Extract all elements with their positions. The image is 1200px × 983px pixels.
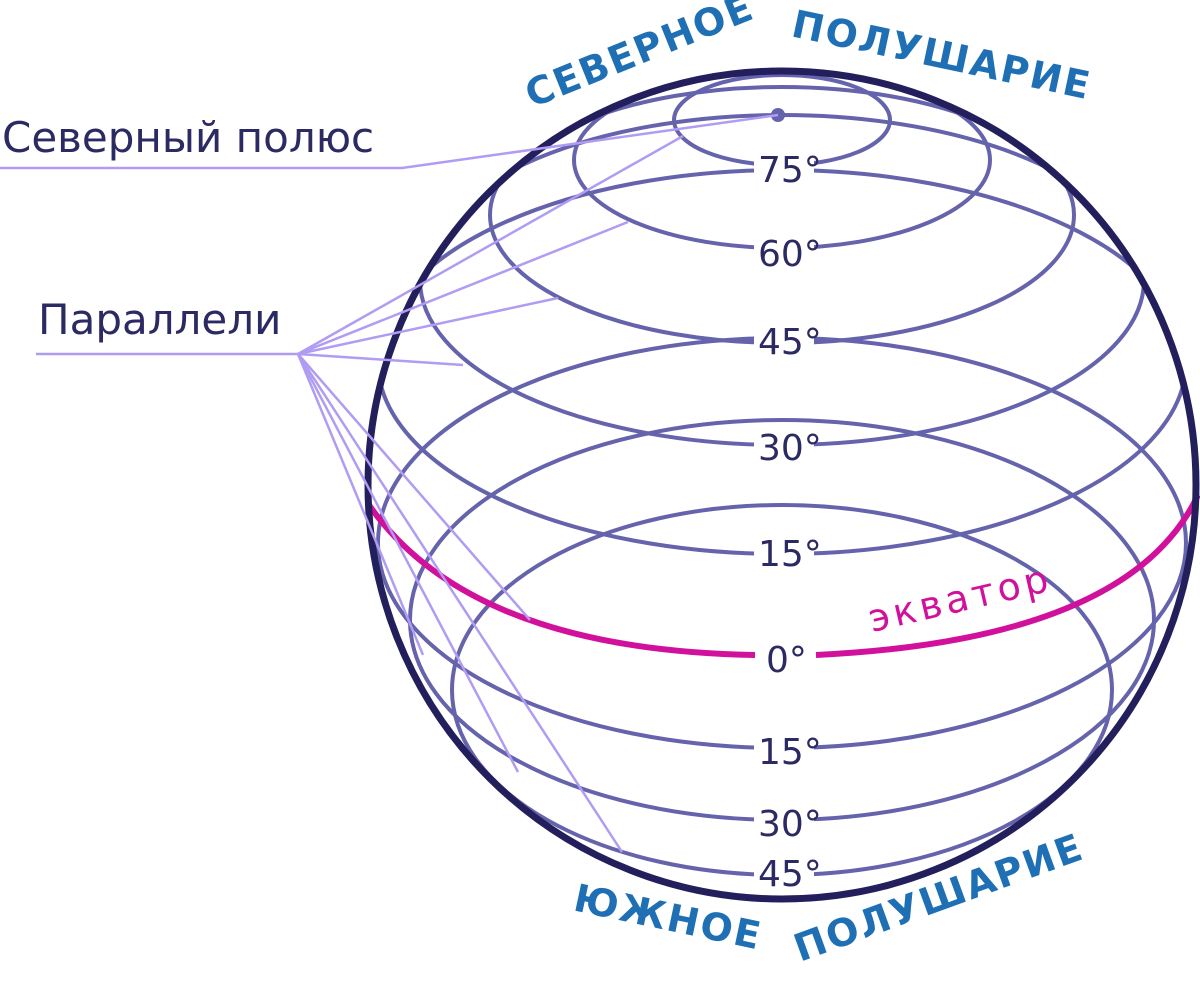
north-pole-leader [0, 113, 779, 170]
degree-label-15s: 15° [758, 732, 822, 773]
degree-label-60n: 60° [758, 234, 822, 275]
degree-label-75n: 75° [758, 150, 822, 191]
degree-label-30s: 30° [758, 804, 822, 845]
north-pole-label: Северный полюс [2, 113, 374, 162]
degree-label-45s: 45° [758, 854, 822, 895]
northern-hemisphere-label-2: ПОЛУШАРИЕ [788, 2, 1095, 108]
degree-label-45n: 45° [758, 322, 822, 363]
parallels-leaders [36, 134, 684, 853]
equator-label: экватор [864, 556, 1056, 641]
degree-label-30n: 30° [758, 428, 822, 469]
southern-hemisphere-label-1: ЮЖНОЕ [570, 876, 766, 959]
parallels-label: Параллели [38, 295, 281, 344]
equator-line [366, 493, 1200, 658]
degree-labels: 75° 60° 45° 30° 15° 0° 15° 30° 45° [754, 146, 822, 895]
degree-label-15n: 15° [758, 534, 822, 575]
degree-label-0: 0° [766, 640, 807, 681]
